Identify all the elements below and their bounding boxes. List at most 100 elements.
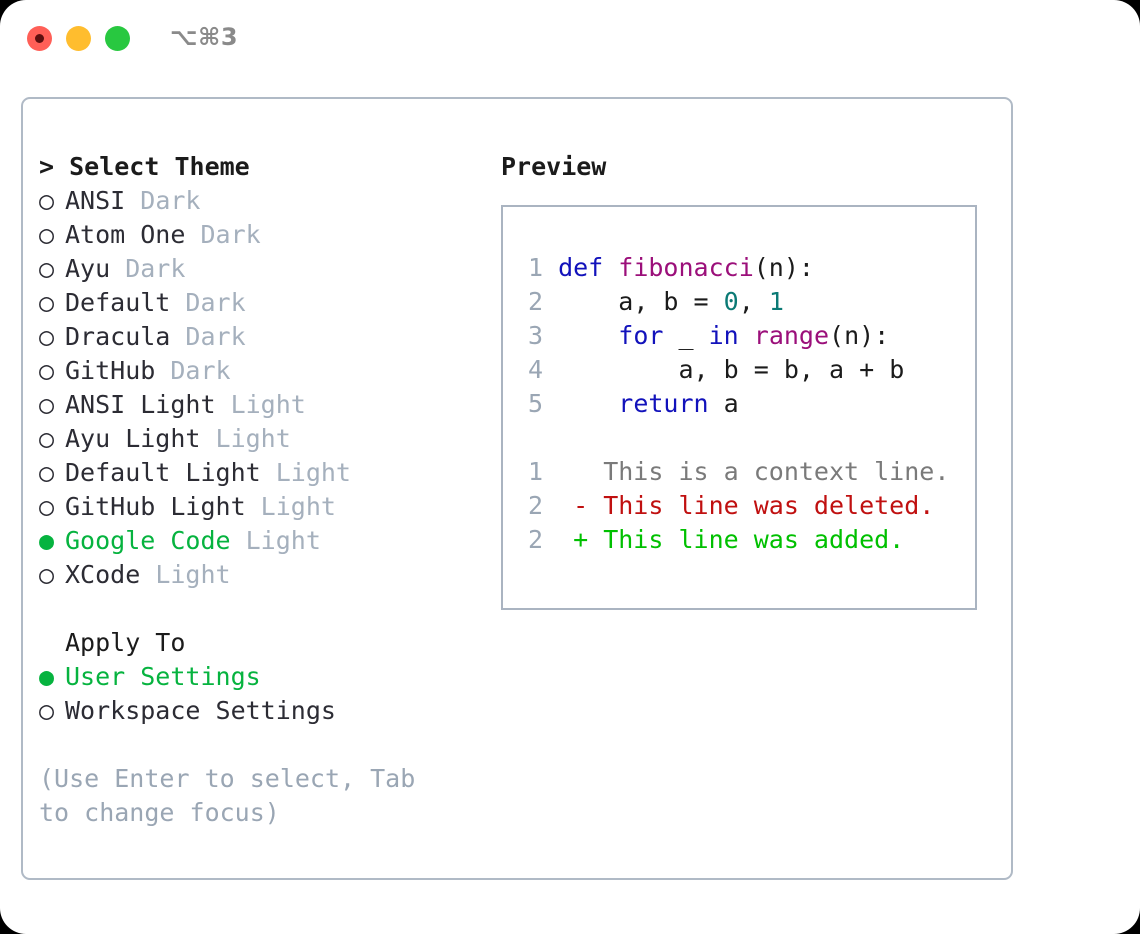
option-label: GitHub Light (65, 492, 246, 521)
theme-option-ayu[interactable]: ○ Ayu Dark (39, 252, 479, 286)
option-label: User Settings (65, 662, 261, 691)
theme-option-default[interactable]: ○ Default Dark (39, 286, 479, 320)
diff-line-add: 2 + This line was added. (517, 523, 975, 557)
line-number: 1 (527, 457, 543, 486)
option-variant-badge: Light (200, 424, 291, 453)
code-line: 3 for _ in range(n): (517, 319, 975, 353)
code-token-kw: return (618, 389, 709, 418)
radio-unselected-icon: ○ (39, 696, 70, 725)
radio-unselected-icon: ○ (39, 424, 70, 453)
theme-option-list[interactable]: ○ ANSI Dark○ Atom One Dark○ Ayu Dark○ De… (39, 184, 479, 592)
radio-unselected-icon: ○ (39, 390, 70, 419)
code-token-kw: def (558, 253, 619, 282)
preview-column: Preview 1 def fibonacci(n):2 a, b = 0, 1… (501, 150, 1001, 610)
option-label: Default Light (65, 458, 261, 487)
theme-option-xcode[interactable]: ○ XCode Light (39, 558, 479, 592)
theme-option-github-light[interactable]: ○ GitHub Light Light (39, 490, 479, 524)
window-controls (27, 26, 130, 51)
theme-option-ayu-light[interactable]: ○ Ayu Light Light (39, 422, 479, 456)
diff-text: + This line was added. (543, 525, 905, 554)
theme-option-google-code[interactable]: ● Google Code Light (39, 524, 479, 558)
option-label: ANSI (65, 186, 126, 215)
option-label: Ayu (65, 254, 111, 283)
radio-unselected-icon: ○ (39, 220, 70, 249)
theme-option-github[interactable]: ○ GitHub Dark (39, 354, 479, 388)
option-variant-badge: Light (245, 492, 336, 521)
zoom-button[interactable] (105, 26, 130, 51)
radio-selected-icon: ● (39, 662, 70, 691)
code-token-pl (558, 389, 618, 418)
apply-option-user-settings[interactable]: ● User Settings (39, 660, 479, 694)
line-number: 3 (527, 321, 543, 350)
option-label: GitHub (65, 356, 156, 385)
option-label: XCode (65, 560, 141, 589)
line-number: 2 (527, 287, 543, 316)
code-token-pl: (n): (829, 321, 890, 350)
option-variant-badge: Dark (155, 356, 231, 385)
line-number: 2 (527, 525, 543, 554)
keyboard-hint-text: (Use Enter to select, Tab to change focu… (39, 764, 431, 827)
theme-option-atom-one[interactable]: ○ Atom One Dark (39, 218, 479, 252)
radio-unselected-icon: ○ (39, 254, 70, 283)
line-number: 1 (527, 253, 543, 282)
option-label: Google Code (65, 526, 231, 555)
code-token-pl: a, b = b, a + b (558, 355, 905, 384)
line-number: 5 (527, 389, 543, 418)
radio-unselected-icon: ○ (39, 356, 70, 385)
main-panel: > Select Theme ○ ANSI Dark○ Atom One Dar… (21, 97, 1013, 880)
radio-unselected-icon: ○ (39, 322, 70, 351)
minimize-button[interactable] (66, 26, 91, 51)
theme-option-dracula[interactable]: ○ Dracula Dark (39, 320, 479, 354)
option-variant-badge: Light (140, 560, 231, 589)
theme-option-ansi[interactable]: ○ ANSI Dark (39, 184, 479, 218)
code-line: 5 return a (517, 387, 975, 421)
code-token-kw: in (708, 321, 739, 350)
option-variant-badge: Dark (125, 186, 201, 215)
option-variant-badge: Light (230, 526, 321, 555)
code-token-num: 1 (768, 287, 784, 316)
diff-text: - This line was deleted. (543, 491, 935, 520)
preview-heading: Preview (501, 152, 607, 181)
option-variant-badge: Dark (170, 322, 246, 351)
option-label: Atom One (65, 220, 186, 249)
code-token-pl (558, 321, 618, 350)
code-token-pl (739, 321, 754, 350)
close-button[interactable] (27, 26, 52, 51)
radio-unselected-icon: ○ (39, 186, 70, 215)
code-token-pl: _ (663, 321, 709, 350)
code-token-fn: range (753, 321, 830, 350)
radio-unselected-icon: ○ (39, 458, 70, 487)
option-variant-badge: Dark (110, 254, 186, 283)
option-label: Workspace Settings (65, 696, 336, 725)
diff-text: This is a context line. (543, 457, 950, 486)
code-token-pl: a, b = (558, 287, 724, 316)
window-title-shortcut: ⌥⌘3 (170, 23, 239, 51)
radio-unselected-icon: ○ (39, 492, 70, 521)
code-token-pl: , (738, 287, 769, 316)
code-token-pl: (n): (753, 253, 814, 282)
option-variant-badge: Dark (185, 220, 261, 249)
option-label: Dracula (65, 322, 171, 351)
option-label: Default (65, 288, 171, 317)
apply-to-option-list[interactable]: ● User Settings○ Workspace Settings (39, 660, 479, 728)
code-line: 1 def fibonacci(n): (517, 251, 975, 285)
option-variant-badge: Light (260, 458, 351, 487)
option-variant-badge: Dark (170, 288, 246, 317)
code-token-pl: a (708, 389, 739, 418)
theme-option-default-light[interactable]: ○ Default Light Light (39, 456, 479, 490)
diff-line-del: 2 - This line was deleted. (517, 489, 975, 523)
line-number: 2 (527, 491, 543, 520)
apply-option-workspace-settings[interactable]: ○ Workspace Settings (39, 694, 479, 728)
preview-spacer (517, 421, 975, 455)
diff-sample: 1 This is a context line.2 - This line w… (517, 455, 975, 557)
select-theme-heading: > Select Theme (39, 152, 250, 181)
radio-selected-icon: ● (39, 526, 70, 555)
radio-unselected-icon: ○ (39, 288, 70, 317)
code-token-fn: fibonacci (618, 253, 754, 282)
theme-option-ansi-light[interactable]: ○ ANSI Light Light (39, 388, 479, 422)
code-token-kw: for (618, 321, 664, 350)
diff-line-ctx: 1 This is a context line. (517, 455, 975, 489)
